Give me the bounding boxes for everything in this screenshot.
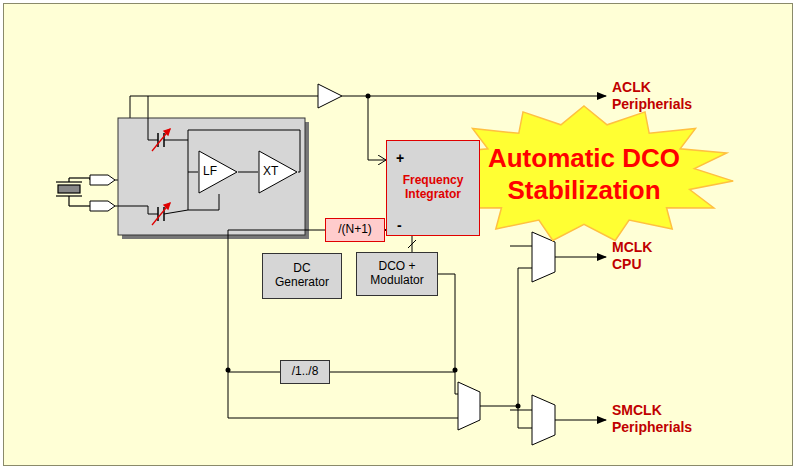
signal-destination: CPU: [612, 257, 642, 272]
tuning-arrow: [152, 129, 170, 225]
signal-name: SMCLK: [612, 403, 662, 418]
box-label: DC Generator: [270, 262, 334, 290]
crystal-symbol: [56, 178, 90, 206]
aclk-wire: [342, 96, 606, 97]
buffer-symbol: [318, 84, 342, 108]
signal-destination: Peripherials: [612, 97, 692, 112]
multiplexer-symbol: [458, 382, 480, 430]
signal-connector: [408, 236, 416, 252]
variable-capacitor: [158, 133, 164, 221]
signal-connector: [228, 230, 325, 372]
box-label: /1../8: [292, 365, 319, 379]
reference-wire: [368, 96, 386, 160]
pin-symbol: [90, 175, 115, 211]
amplifier-triangle: XT: [258, 150, 298, 194]
box-label: Frequency Integrator: [391, 174, 475, 202]
bus-slash: [408, 240, 416, 248]
mclk-wire: [555, 257, 606, 258]
junction-dot: [516, 404, 521, 409]
multiplexer-symbol: [532, 395, 555, 445]
oscillator-wiring: [118, 118, 300, 214]
box-label: XT: [263, 165, 278, 179]
box-label: DCO + Modulator: [366, 260, 428, 288]
signal-name: MCLK: [612, 240, 652, 255]
box-label: LF: [203, 165, 217, 179]
divider-box: /(N+1): [325, 218, 385, 242]
oscillator-box: DCO + Modulator: [356, 252, 438, 296]
box-label: /(N+1): [338, 223, 372, 237]
signal-name: ACLK: [612, 80, 651, 95]
input-sign: +: [396, 151, 404, 166]
clock-wire: [228, 246, 532, 428]
smclk-wire: [555, 420, 606, 421]
oscillator-block: [118, 118, 305, 235]
generator-box: DC Generator: [262, 253, 342, 299]
amplifier-triangle: LF: [198, 150, 238, 194]
signal-destination: Peripherials: [612, 420, 692, 435]
callout-text: Automatic DCO Stabilization: [469, 142, 699, 207]
input-sign: -: [397, 218, 402, 233]
divider-box: /1../8: [280, 360, 330, 384]
